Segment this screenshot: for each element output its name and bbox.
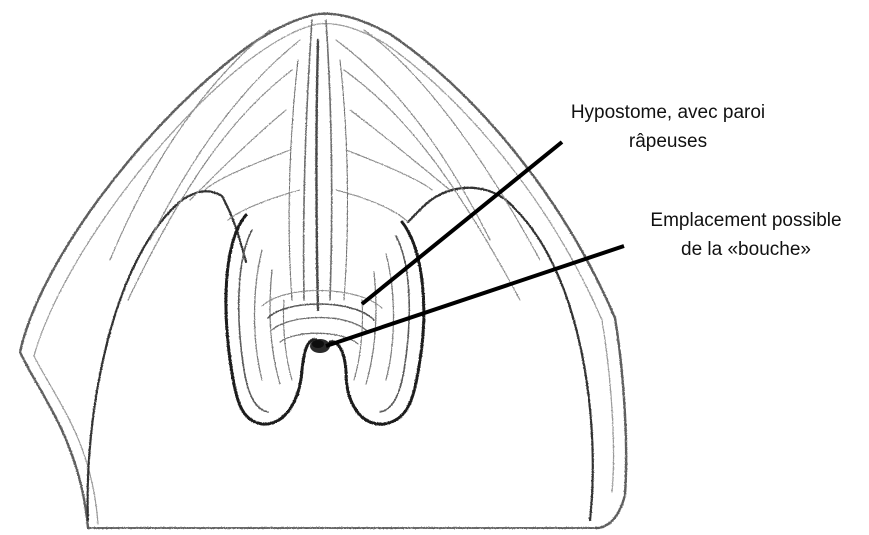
hypostome-surface [262, 290, 382, 344]
fibre-lines [110, 30, 540, 300]
mouth-label-line2: de la «bouche» [606, 235, 869, 264]
hypostome-label: Hypostome, avec paroi râpeuses [528, 98, 808, 156]
outer-body-outline [20, 14, 626, 528]
mouth-label: Emplacement possible de la «bouche» [606, 206, 869, 264]
hypostome-leader-line [362, 142, 562, 304]
right-lobe [330, 222, 424, 424]
hypostome-label-line1: Hypostome, avec paroi [528, 98, 808, 127]
inner-chamber-outline [88, 188, 593, 520]
central-ridge [289, 20, 347, 310]
left-lobe [226, 215, 316, 424]
mouth-label-line1: Emplacement possible [606, 206, 869, 235]
hypostome-label-line2: râpeuses [528, 127, 808, 156]
